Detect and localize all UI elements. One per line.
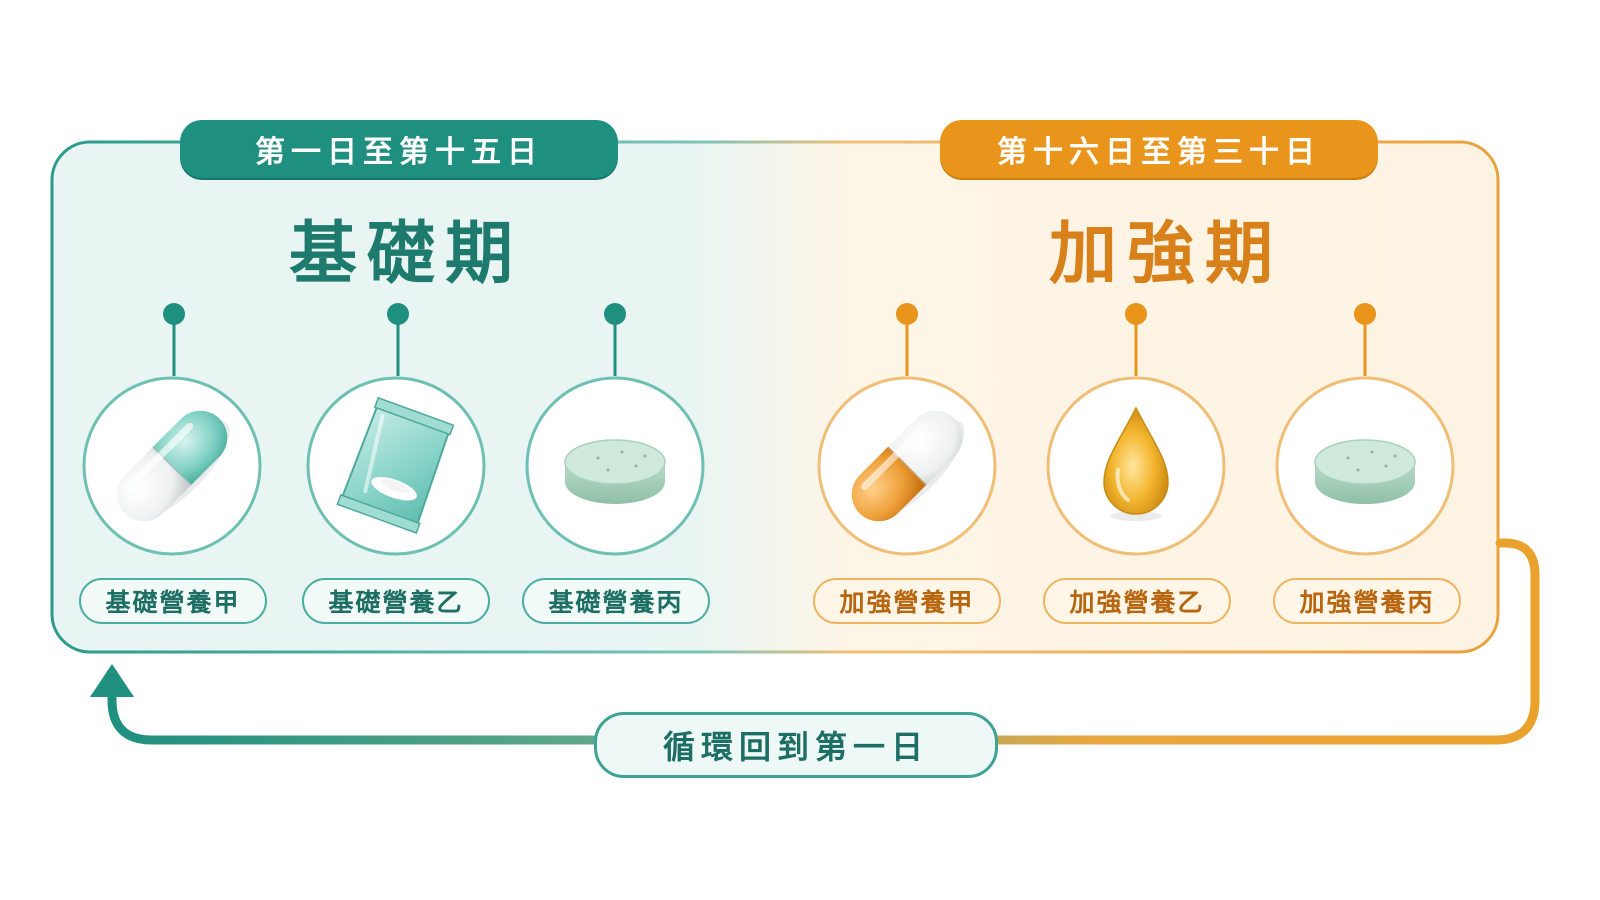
return-loop-arrow	[107, 538, 1540, 745]
oil-drop-icon	[1103, 406, 1169, 521]
timeline-dot	[604, 303, 626, 325]
timeline-dot	[1354, 303, 1376, 325]
round-tablet-icon	[1314, 439, 1416, 504]
timeline-dot	[387, 303, 409, 325]
item-label: 加強營養丙	[1273, 578, 1461, 624]
stem-group	[172, 317, 1367, 376]
item-label: 加強營養甲	[813, 578, 1001, 624]
phase-title-boost: 加強期	[1048, 215, 1283, 294]
timeline-dot	[1125, 303, 1147, 325]
item-label: 基礎營養丙	[522, 578, 710, 624]
capsule-orange-icon	[851, 410, 965, 522]
item-label: 基礎營養乙	[302, 578, 490, 624]
capsule-teal-icon	[116, 410, 230, 522]
timeline-dot	[896, 303, 918, 325]
cycle-return-label: 循環回到第一日	[594, 712, 998, 778]
phase-title-basic: 基礎期	[288, 215, 523, 294]
phase-range-tag-boost: 第十六日至第三十日	[940, 120, 1378, 178]
item-label: 基礎營養甲	[79, 578, 267, 624]
item-label: 加強營養乙	[1043, 578, 1231, 624]
phase-range-tag-basic: 第一日至第十五日	[180, 120, 618, 178]
round-tablet-icon	[564, 439, 666, 504]
powder-sachet-icon	[336, 396, 455, 534]
return-arrowhead-icon	[90, 664, 134, 697]
timeline-dot	[163, 303, 185, 325]
